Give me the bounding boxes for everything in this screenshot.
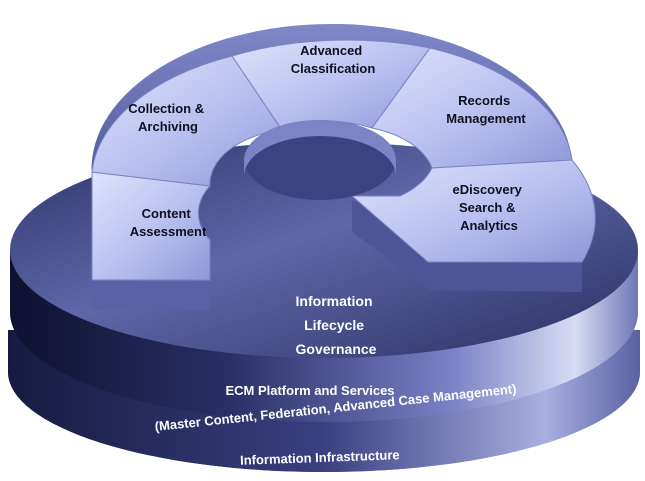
infrastructure-label: Information Infrastructure — [240, 447, 400, 468]
segment-records-management — [371, 47, 573, 169]
label-records-management: Records Management — [446, 93, 526, 126]
label-advanced-classification: Advanced Classification — [291, 43, 376, 76]
center-label: Information Lifecycle Governance — [296, 293, 377, 357]
segment-ediscovery — [350, 159, 596, 263]
segment-content-assessment — [91, 171, 212, 281]
arrow-tail-side — [92, 180, 210, 310]
label-ediscovery: eDiscovery Search & Analytics — [452, 182, 525, 233]
ring-hole-wall — [244, 120, 396, 176]
lifecycle-ring — [91, 23, 596, 310]
platform-title: ECM Platform and Services — [225, 383, 394, 398]
label-collection-archiving: Collection & Archiving — [128, 101, 207, 134]
label-content-assessment: Content Assessment — [130, 206, 207, 239]
